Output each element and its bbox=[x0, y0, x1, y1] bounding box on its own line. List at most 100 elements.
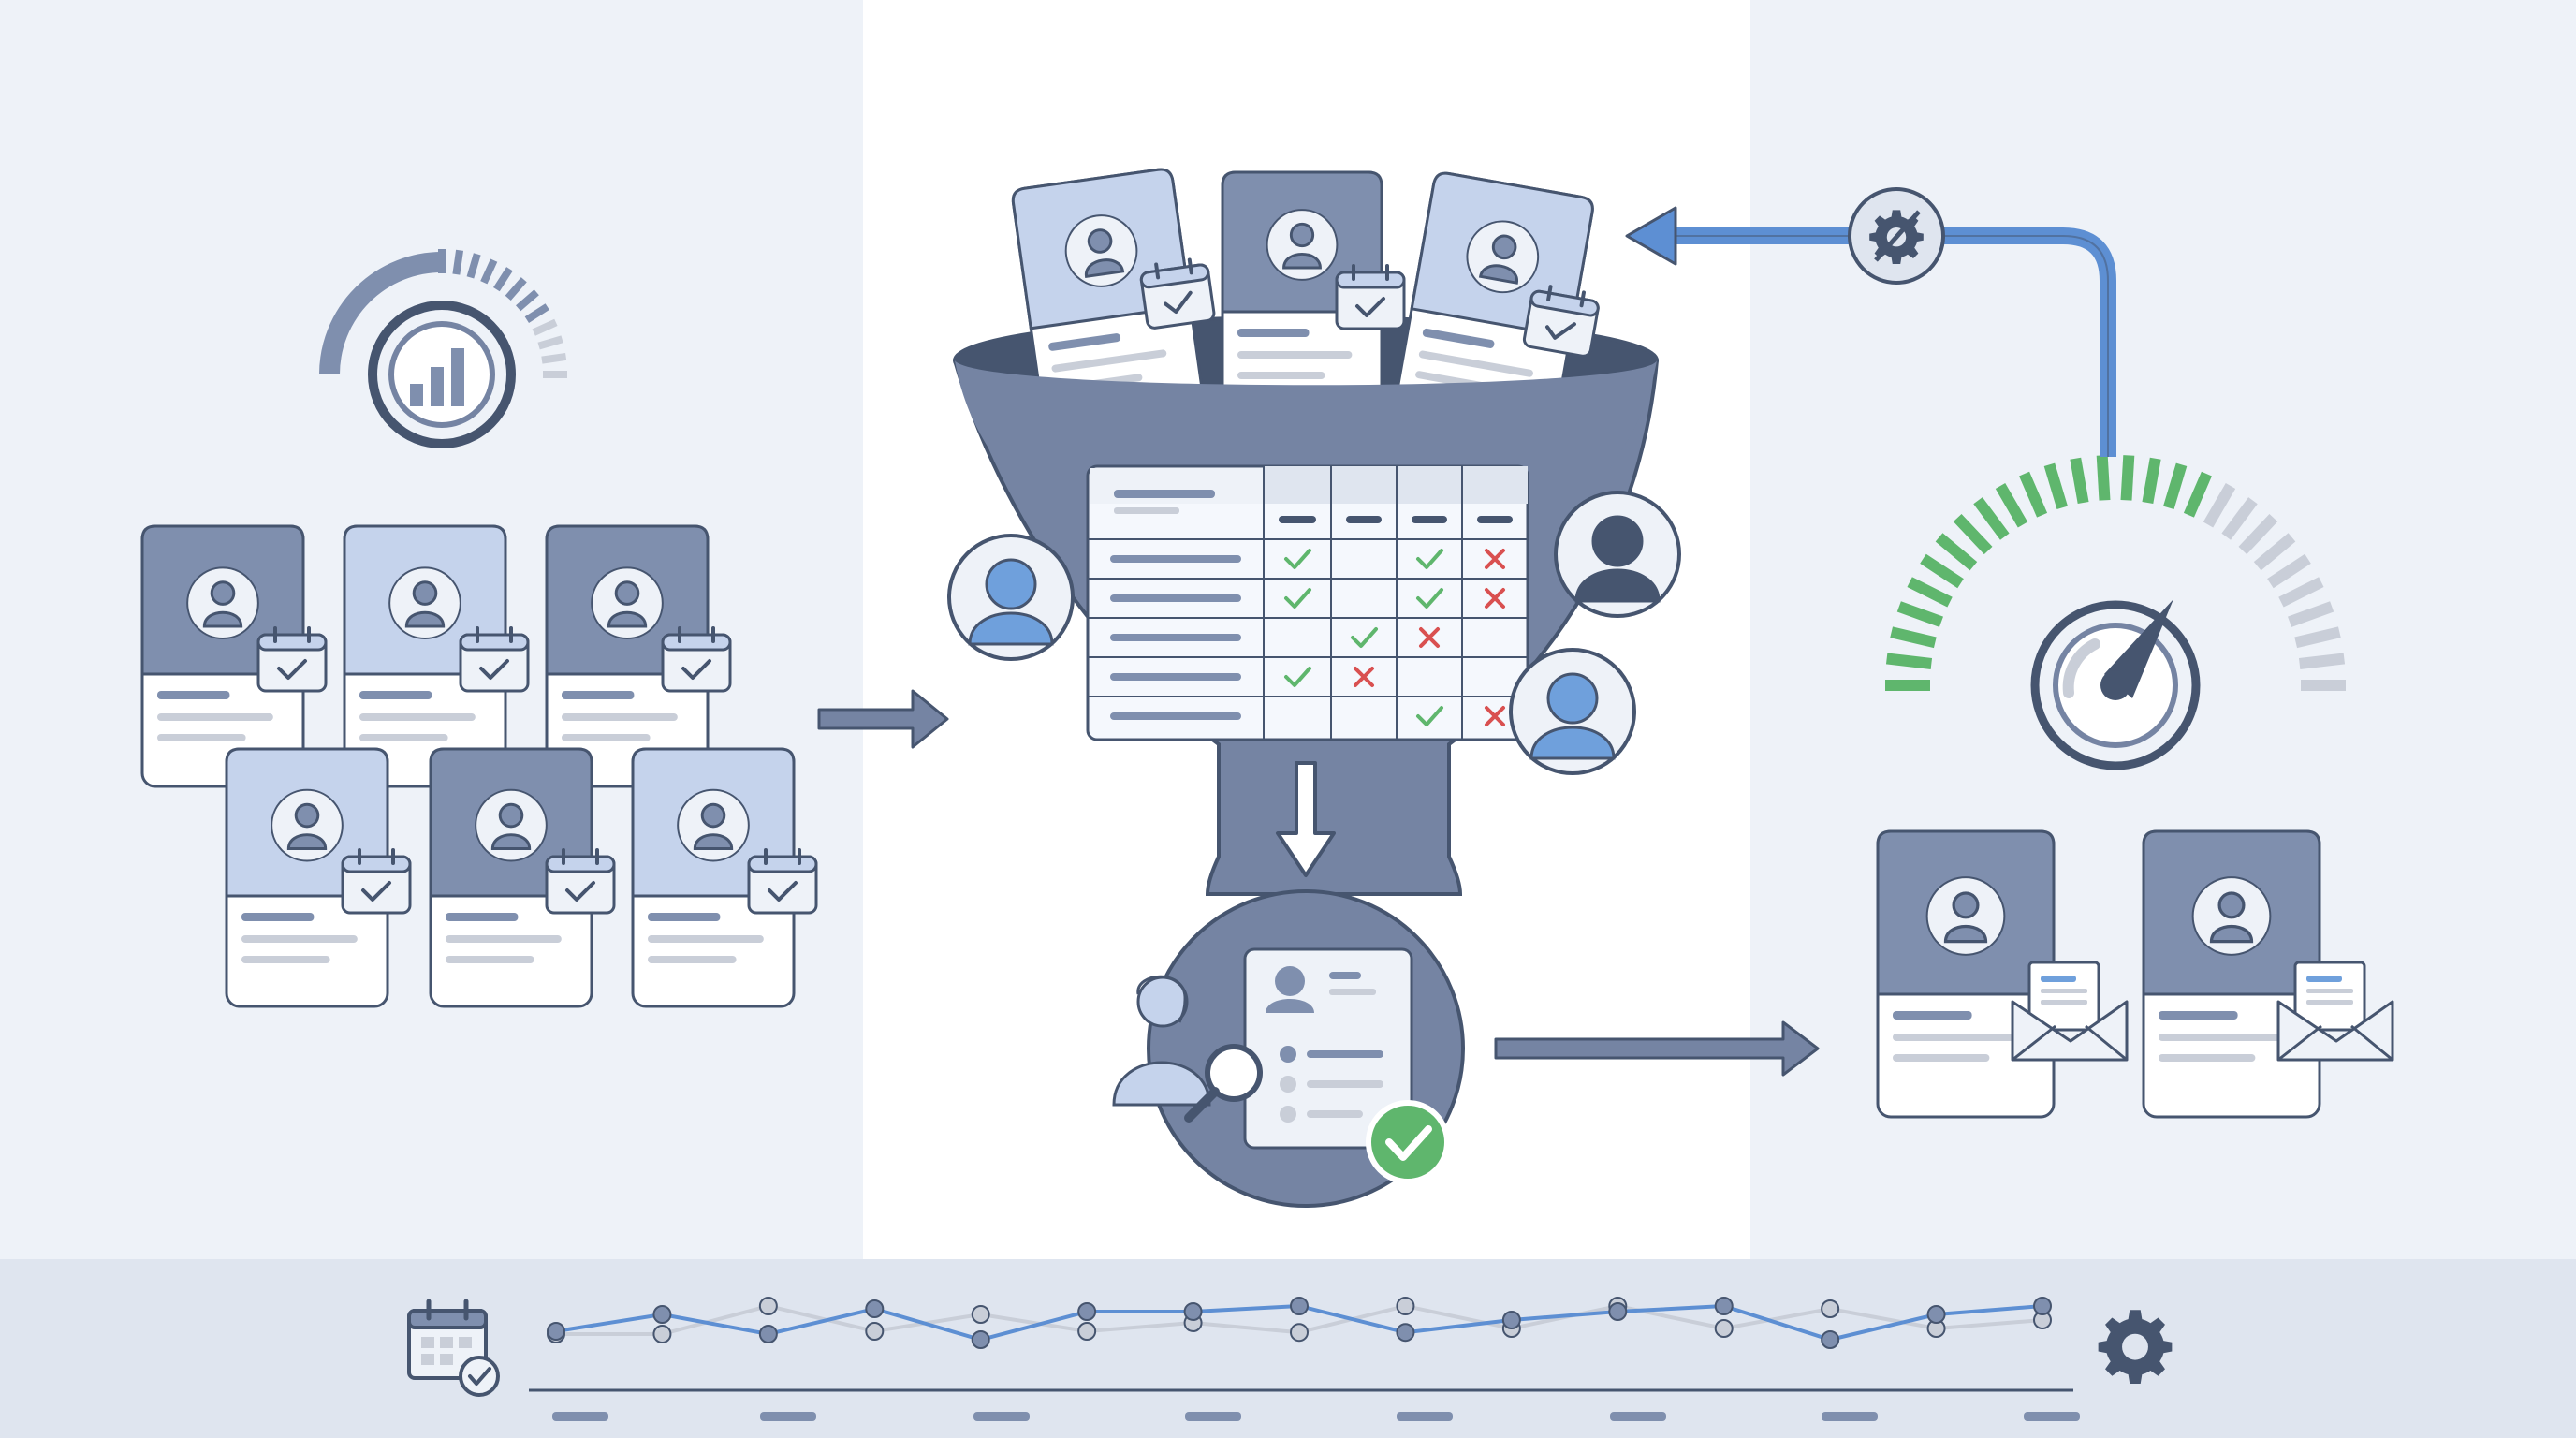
gear-icon[interactable] bbox=[2098, 1310, 2173, 1384]
gauge-tick bbox=[541, 352, 567, 364]
check-mark bbox=[1416, 588, 1443, 609]
screening-matrix bbox=[1086, 464, 1530, 741]
timeline-point bbox=[1821, 1299, 1840, 1318]
cross-mark bbox=[1354, 667, 1374, 687]
candidate-card bbox=[1221, 170, 1406, 419]
offer-card bbox=[1876, 829, 2129, 1119]
calendar-check-icon bbox=[256, 626, 328, 693]
feedback-loop-arrow bbox=[1625, 187, 2116, 457]
gauge-tick bbox=[2163, 462, 2188, 510]
timeline-tick bbox=[1185, 1412, 1241, 1421]
calendar-check-icon bbox=[1335, 264, 1406, 330]
gauge-tick bbox=[2203, 482, 2236, 528]
candidate-card bbox=[631, 747, 818, 1008]
calendar-check-icon bbox=[341, 848, 412, 915]
gauge-tick bbox=[2070, 457, 2089, 505]
gauge-tick bbox=[1995, 482, 2028, 528]
candidate-card bbox=[429, 747, 616, 1008]
timeline-tick bbox=[1822, 1412, 1878, 1421]
timeline-point bbox=[547, 1322, 565, 1341]
gauge-tick bbox=[2278, 577, 2324, 608]
gauge-tick bbox=[1896, 601, 1943, 627]
shortlist-review bbox=[1112, 889, 1465, 1208]
gauge-tick bbox=[524, 303, 549, 323]
incoming-candidate-cards bbox=[1011, 168, 1603, 441]
gauge-tick bbox=[2183, 471, 2212, 518]
check-mark bbox=[1416, 549, 1443, 569]
timeline-point bbox=[1396, 1323, 1415, 1343]
gauge-tick bbox=[493, 267, 513, 292]
timeline-point bbox=[971, 1330, 990, 1349]
gauge-tick bbox=[2298, 653, 2346, 669]
timeline-point bbox=[1821, 1330, 1840, 1349]
check-mark bbox=[1416, 706, 1443, 726]
candidate-card bbox=[343, 524, 530, 788]
timeline bbox=[407, 1297, 2173, 1421]
gauge-tick bbox=[516, 289, 539, 312]
check-mark bbox=[1284, 549, 1311, 569]
timeline-point bbox=[1501, 1311, 1521, 1329]
cross-mark bbox=[1419, 627, 1440, 648]
candidate-card bbox=[1394, 171, 1603, 441]
timeline-point bbox=[1290, 1323, 1309, 1343]
gauge-tick bbox=[1890, 626, 1937, 649]
offer-card bbox=[2142, 829, 2394, 1119]
timeline-point bbox=[652, 1325, 672, 1343]
gauge-tick bbox=[537, 335, 564, 350]
gauge-tick bbox=[1973, 497, 2010, 540]
gauge-tick bbox=[532, 318, 558, 336]
timeline-point bbox=[1077, 1302, 1097, 1321]
speedometer-icon bbox=[1885, 455, 2346, 770]
timeline-point bbox=[652, 1305, 672, 1324]
timeline-point bbox=[2033, 1297, 2052, 1315]
gauge-tick bbox=[2019, 471, 2048, 518]
timeline-point bbox=[1183, 1302, 1203, 1321]
gauge-tick bbox=[1920, 553, 1964, 589]
calendar-check-icon bbox=[661, 626, 732, 693]
gauge-tick bbox=[466, 253, 481, 279]
candidate-card bbox=[545, 524, 732, 788]
gauge-tick bbox=[2120, 455, 2135, 501]
timeline-point bbox=[865, 1299, 885, 1318]
candidate-pool bbox=[140, 524, 818, 1008]
gauge-tick bbox=[1935, 533, 1978, 571]
gauge-tick bbox=[2238, 513, 2278, 555]
cross-mark bbox=[1485, 549, 1505, 569]
gauge-tick bbox=[452, 249, 464, 275]
reviewers bbox=[947, 491, 1681, 775]
timeline-point bbox=[758, 1297, 778, 1315]
check-mark bbox=[1284, 667, 1311, 687]
timeline-lines bbox=[547, 1297, 2052, 1349]
timeline-tick bbox=[552, 1412, 608, 1421]
gauge-tick bbox=[2253, 533, 2296, 571]
cross-mark bbox=[1485, 706, 1505, 726]
timeline-point bbox=[1396, 1297, 1415, 1315]
timeline-point bbox=[758, 1325, 778, 1343]
source-gauge-ticks bbox=[319, 249, 567, 378]
offer-candidates bbox=[1876, 829, 2394, 1119]
checkmark-badge-icon bbox=[1366, 1100, 1450, 1184]
gauge-tick bbox=[505, 277, 527, 301]
check-mark bbox=[1351, 627, 1378, 648]
recruiter-search-icon bbox=[1112, 975, 1263, 1123]
gauge-tick bbox=[1885, 653, 1933, 669]
timeline-point bbox=[1077, 1322, 1097, 1341]
arrow-down bbox=[1276, 761, 1336, 877]
timeline-tick bbox=[1610, 1412, 1666, 1421]
candidate-card bbox=[1011, 168, 1217, 433]
gauge-arc bbox=[319, 252, 443, 375]
gauge-tick bbox=[2294, 626, 2341, 649]
calendar-check-icon bbox=[545, 848, 616, 915]
timeline-point bbox=[1714, 1319, 1734, 1338]
screening-matrix-grid bbox=[1088, 466, 1528, 740]
timeline-point bbox=[971, 1305, 990, 1324]
gauge-tick bbox=[2043, 462, 2068, 510]
gauge-tick bbox=[2288, 601, 2334, 627]
cross-mark bbox=[1485, 588, 1505, 609]
arrow-to-offers bbox=[1494, 1020, 1820, 1077]
source-gauge bbox=[319, 249, 567, 448]
timeline-point bbox=[1926, 1305, 1946, 1324]
reviewer-avatar-male bbox=[1554, 491, 1681, 618]
timeline-tick bbox=[973, 1412, 1030, 1421]
